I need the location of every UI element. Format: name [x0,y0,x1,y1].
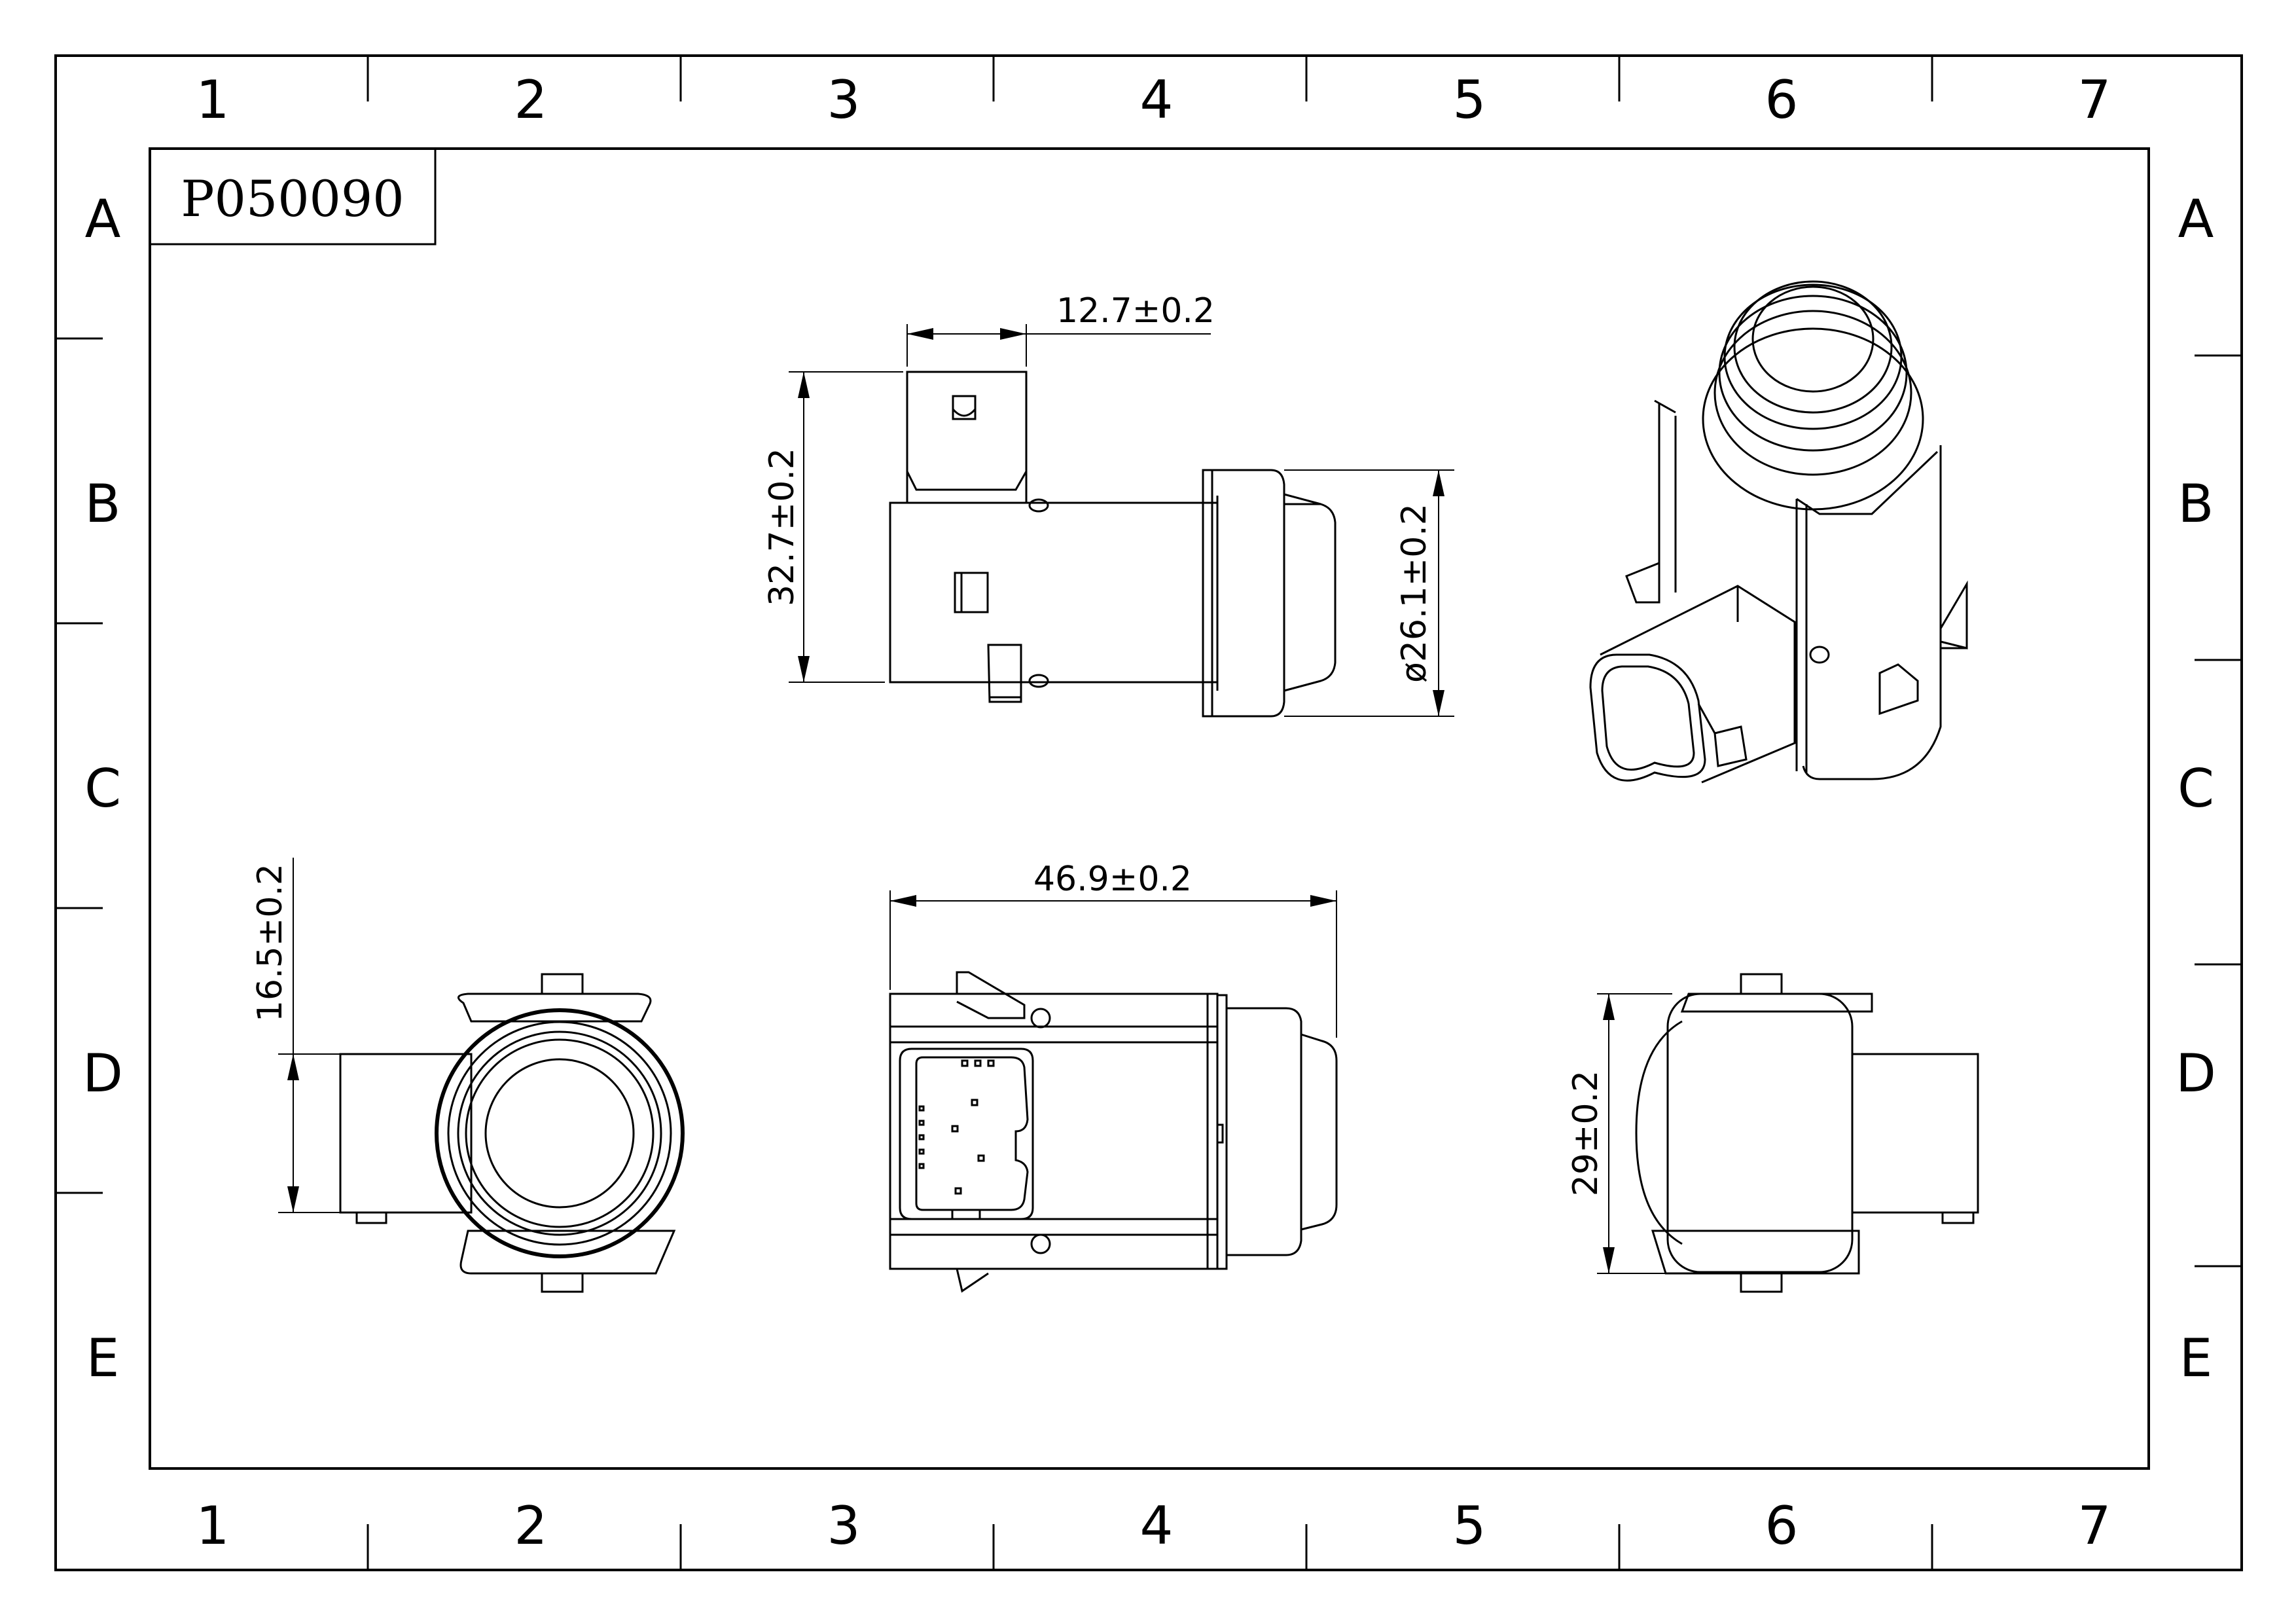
zone-column-label: 4 [1140,1495,1174,1556]
zone-row-label: A [85,189,121,249]
zone-row-label: B [2178,473,2214,534]
zone-column-label: 3 [827,1495,861,1556]
zone-row-label: C [84,758,121,819]
zone-labels-top: 1 2 3 4 5 6 7 [196,69,2111,130]
zone-row-label: A [2178,189,2214,249]
dimension-label: 29±0.2 [1566,1070,1605,1196]
zone-column-label: 1 [196,69,230,130]
zone-column-label: 4 [1140,69,1174,130]
zone-labels-left: A B C D E [82,189,123,1389]
zone-column-label: 6 [1765,69,1799,130]
zone-labels-bottom: 1 2 3 4 5 6 7 [196,1495,2111,1556]
zone-column-label: 3 [827,69,861,130]
zone-column-label: 5 [1453,1495,1486,1556]
zone-row-label: D [82,1043,123,1104]
end-view: 29±0.2 [1566,973,1979,1293]
isometric-view [1589,280,1968,784]
dimension-label: 16.5±0.2 [251,864,290,1022]
dimension-label: ø26.1±0.2 [1395,503,1434,683]
zone-column-label: 5 [1453,69,1486,130]
zone-column-label: 2 [514,1495,548,1556]
dimension-label: 32.7±0.2 [762,448,802,606]
zone-column-label: 7 [2078,69,2111,130]
zone-column-label: 2 [514,69,548,130]
zone-row-label: E [2179,1328,2213,1389]
zone-column-label: 1 [196,1495,230,1556]
front-view: 16.5±0.2 [251,858,685,1293]
zone-column-label: 7 [2078,1495,2111,1556]
zone-row-label: E [86,1328,120,1389]
zone-row-label: D [2176,1043,2216,1104]
side-view: 46.9±0.2 [889,860,1338,1293]
top-view: 12.7±0.2 32.7±0.2 ø26.1±0.2 [762,291,1454,718]
zone-column-label: 6 [1765,1495,1799,1556]
drawing-frame [54,54,2243,1571]
dimension-label: 46.9±0.2 [1033,860,1192,899]
zone-row-label: B [85,473,121,534]
zone-labels-right: A B C D E [2176,189,2216,1389]
title-block: P050090 [149,147,437,246]
zone-row-label: C [2178,758,2214,819]
part-number: P050090 [181,170,404,228]
dimension-label: 12.7±0.2 [1056,291,1215,331]
